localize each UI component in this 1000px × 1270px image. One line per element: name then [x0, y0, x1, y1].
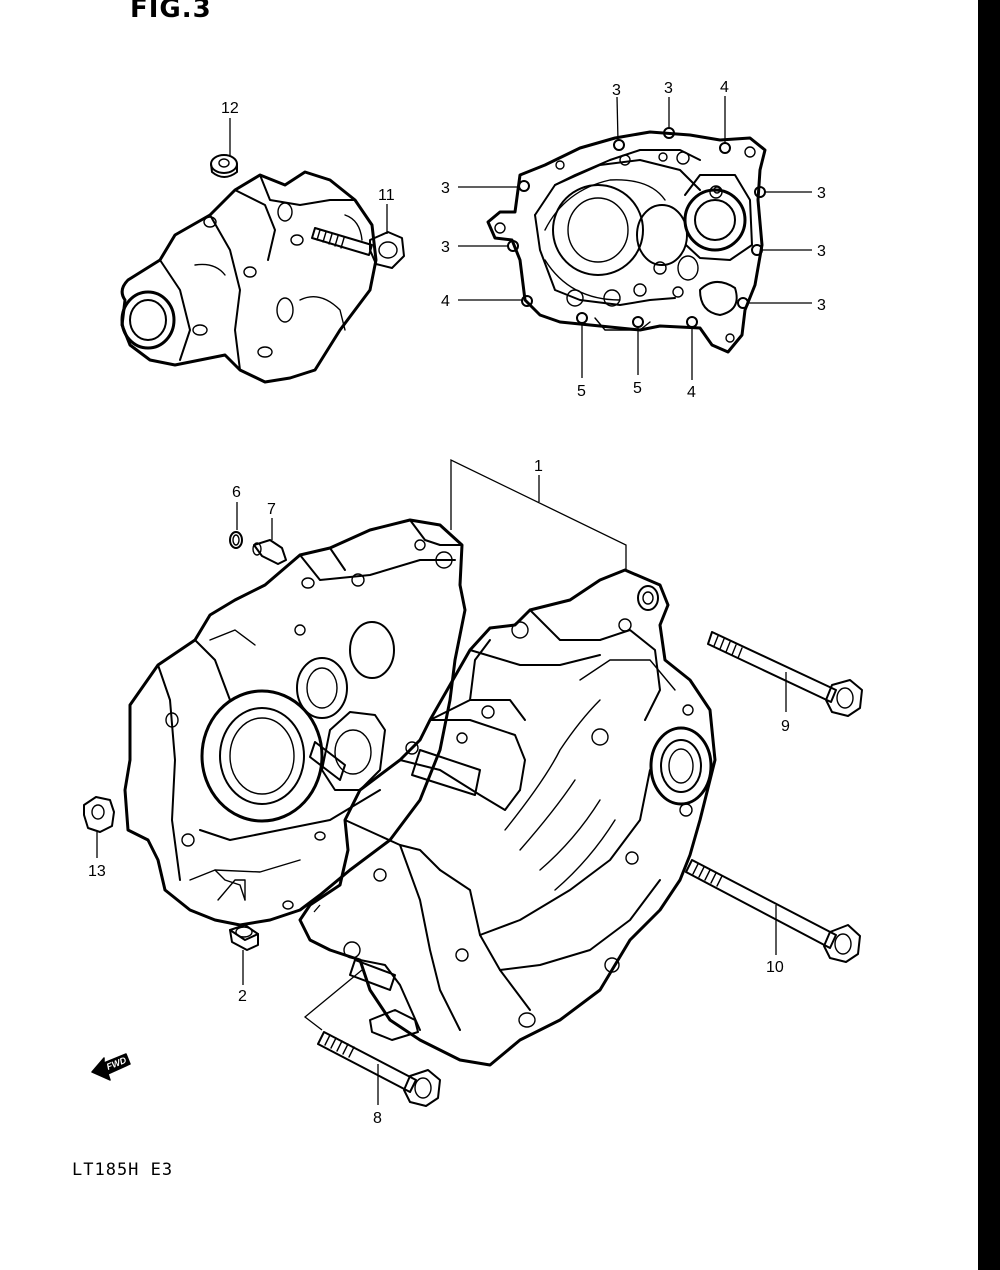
leader-lines — [96, 96, 812, 1105]
right-crankcase-half — [298, 568, 717, 1067]
callout-5-right: 5 — [633, 380, 642, 397]
callout-3-left-upper: 3 — [441, 180, 450, 197]
callout-8: 8 — [373, 1110, 382, 1127]
callout-13: 13 — [88, 863, 106, 880]
left-crankcase-half — [123, 518, 467, 927]
part-8-bolt — [317, 1031, 441, 1107]
callout-4-top: 4 — [720, 79, 729, 96]
rear-cover-housing — [120, 170, 378, 384]
part-6-o-ring — [229, 531, 243, 549]
callout-3-top-left: 3 — [612, 82, 621, 99]
callout-3-left-mid: 3 — [441, 239, 450, 256]
part-9-bolt — [707, 631, 863, 717]
callout-6: 6 — [232, 484, 241, 501]
callout-4-left: 4 — [441, 293, 450, 310]
callout-12: 12 — [221, 100, 239, 117]
callout-9: 9 — [781, 718, 790, 735]
callout-3-right-upper: 3 — [817, 185, 826, 202]
callout-3-right-lower: 3 — [817, 297, 826, 314]
callout-5-left: 5 — [577, 383, 586, 400]
part-7-plug — [252, 539, 287, 565]
part-10-bolt — [685, 859, 861, 963]
callout-11: 11 — [378, 187, 395, 204]
callout-1: 1 — [534, 458, 543, 475]
part-11-bolt — [311, 227, 405, 269]
callout-3-right-mid: 3 — [817, 243, 826, 260]
part-13-nut — [83, 796, 115, 833]
fwd-direction-arrow: FWD — [91, 1053, 131, 1081]
crankcase-gasket — [486, 127, 767, 354]
callout-2: 2 — [238, 988, 247, 1005]
figure-title: FIG.3 — [130, 0, 212, 24]
model-code: LT185H E3 — [72, 1160, 174, 1180]
callout-7: 7 — [267, 501, 276, 518]
callout-4-bottom: 4 — [687, 384, 696, 401]
callout-numbers: 12 11 3 3 4 3 3 4 3 3 3 5 5 4 1 6 7 13 2… — [88, 79, 826, 1127]
callout-3-top-mid: 3 — [664, 80, 673, 97]
callout-10: 10 — [766, 959, 784, 976]
scan-edge-border — [978, 0, 1000, 1270]
part-2-dowel-pin — [229, 924, 259, 951]
part-12-washer — [210, 154, 238, 178]
